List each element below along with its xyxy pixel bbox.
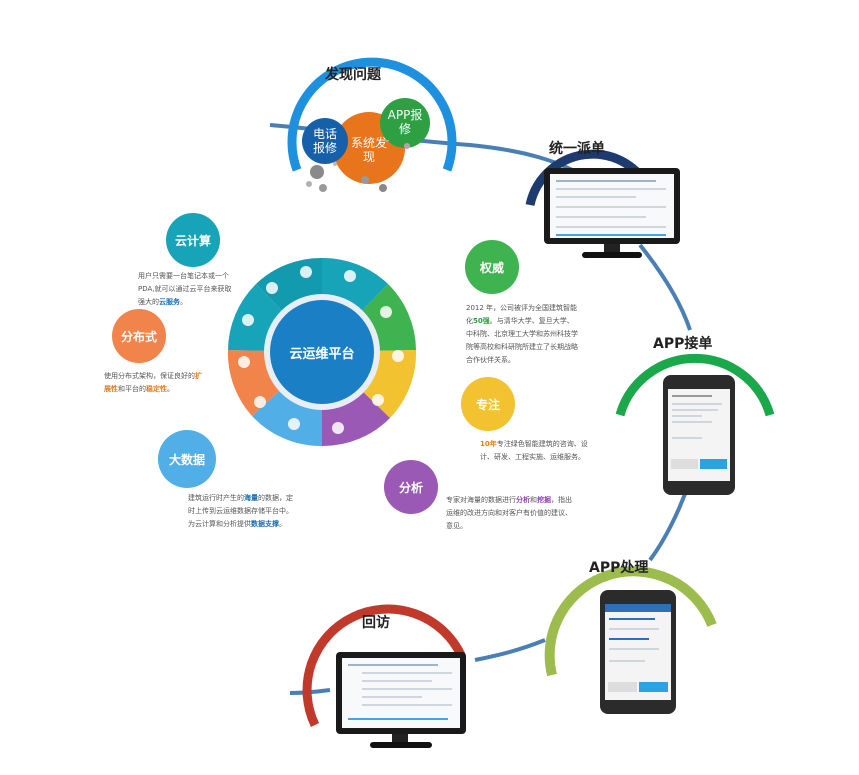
decor-dots bbox=[306, 140, 410, 192]
source-phone bbox=[302, 118, 348, 164]
app-accept-phone bbox=[663, 375, 735, 495]
stage-title-discover: 发现问题 bbox=[325, 67, 381, 83]
node-distributed: 分布式 bbox=[112, 309, 166, 363]
desc-authority: 2012 年，公司被评为全国建筑智能化50强。与清华大学、复旦大学、中科院、北京… bbox=[466, 304, 578, 364]
source-phone-label: 电话 报修 bbox=[312, 127, 337, 155]
platform-center-label: 云运维平台 bbox=[289, 347, 355, 362]
node-focus: 专注 bbox=[461, 377, 515, 431]
revisit-monitor bbox=[336, 652, 466, 752]
stage-title-app-process: APP处理 bbox=[589, 560, 649, 576]
stage-title-dispatch: 统一派单 bbox=[549, 141, 605, 157]
node-authority: 权威 bbox=[465, 240, 519, 294]
app-accept-arc bbox=[615, 353, 775, 417]
source-app-label: APP报 修 bbox=[387, 108, 423, 136]
dispatch-monitor bbox=[544, 168, 680, 260]
desc-bigdata: 建筑运行时产生的海量的数据，定时上传到云运维数据存储平台中。为云计算和分析提供数… bbox=[188, 494, 293, 528]
desc-analysis: 专家对海量的数据进行分析和挖掘，指出运维的改进方向和对客户有价值的建议、意见。 bbox=[446, 496, 572, 530]
desc-distributed: 使用分布式架构，保证良好的扩展性和平台的稳定性。 bbox=[104, 372, 202, 393]
node-analysis: 分析 bbox=[384, 460, 438, 514]
source-system-label: 系统发 现 bbox=[350, 136, 387, 164]
platform-wheel bbox=[227, 257, 417, 447]
discover-arc bbox=[287, 57, 457, 172]
desc-cloud: 用户只需要一台笔记本或一个PDA,就可以通过云平台来获取强大的云服务。 bbox=[138, 272, 232, 306]
stage-title-app-accept: APP接单 bbox=[653, 336, 713, 352]
app-process-arc bbox=[544, 566, 717, 677]
desc-focus: 10年专注绿色智能建筑的咨询、设计、研发、工程实施、运维服务。 bbox=[480, 440, 588, 461]
app-process-phone bbox=[600, 590, 676, 714]
stage-title-revisit: 回访 bbox=[362, 615, 390, 631]
node-cloud: 云计算 bbox=[166, 213, 220, 267]
revisit-arc bbox=[302, 604, 466, 727]
node-bigdata: 大数据 bbox=[158, 430, 216, 488]
